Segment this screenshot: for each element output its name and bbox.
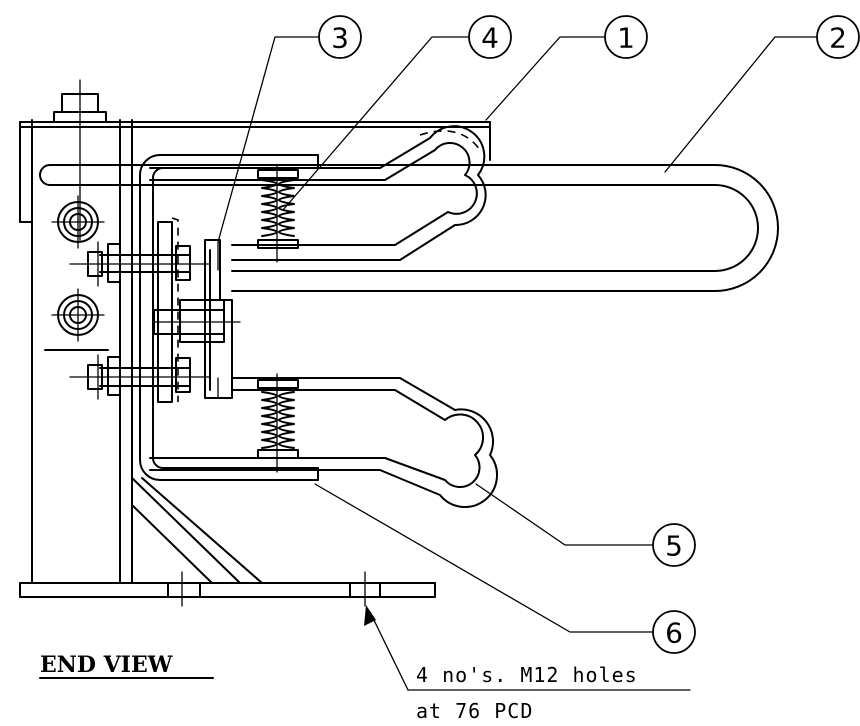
upper-spring: [257, 164, 299, 263]
hole-note-line2: at 76 PCD: [416, 699, 533, 723]
callout-2: 2: [816, 15, 860, 59]
lower-spring: [257, 373, 299, 473]
vertical-post: [19, 119, 133, 584]
view-title: END VIEW: [40, 652, 173, 678]
u-bar-large: [39, 164, 779, 292]
mounting-plate: [157, 217, 179, 403]
hole-note: 4 no's. M12 holes at 76 PCD: [364, 605, 691, 723]
upper-hanger-bar: [149, 125, 487, 261]
callout-3-label: 3: [331, 22, 349, 55]
post-nut-lower: [51, 288, 105, 342]
callout-4-label: 4: [481, 22, 499, 55]
diagonal-brace: [131, 477, 263, 584]
callout-4: 4: [468, 15, 512, 59]
callout-6-label: 6: [665, 617, 683, 650]
callout-6: 6: [652, 610, 696, 654]
clamp-block: [153, 239, 241, 399]
arrow-head-icon: [364, 605, 376, 626]
callout-5-label: 5: [665, 530, 683, 563]
leader-lines: [217, 36, 818, 633]
through-bolt-lower: [69, 354, 211, 400]
callout-1-label: 1: [617, 22, 635, 55]
base-plate: [19, 571, 436, 607]
post-nut-upper: [51, 195, 105, 249]
callout-2-label: 2: [829, 22, 847, 55]
callout-3: 3: [318, 15, 362, 59]
callout-1: 1: [604, 15, 648, 59]
top-bolt: [53, 79, 107, 241]
lower-hanger-bar: [149, 377, 498, 508]
through-bolt-upper: [69, 241, 211, 287]
hole-note-line1: 4 no's. M12 holes: [416, 663, 638, 687]
callout-5: 5: [652, 523, 696, 567]
